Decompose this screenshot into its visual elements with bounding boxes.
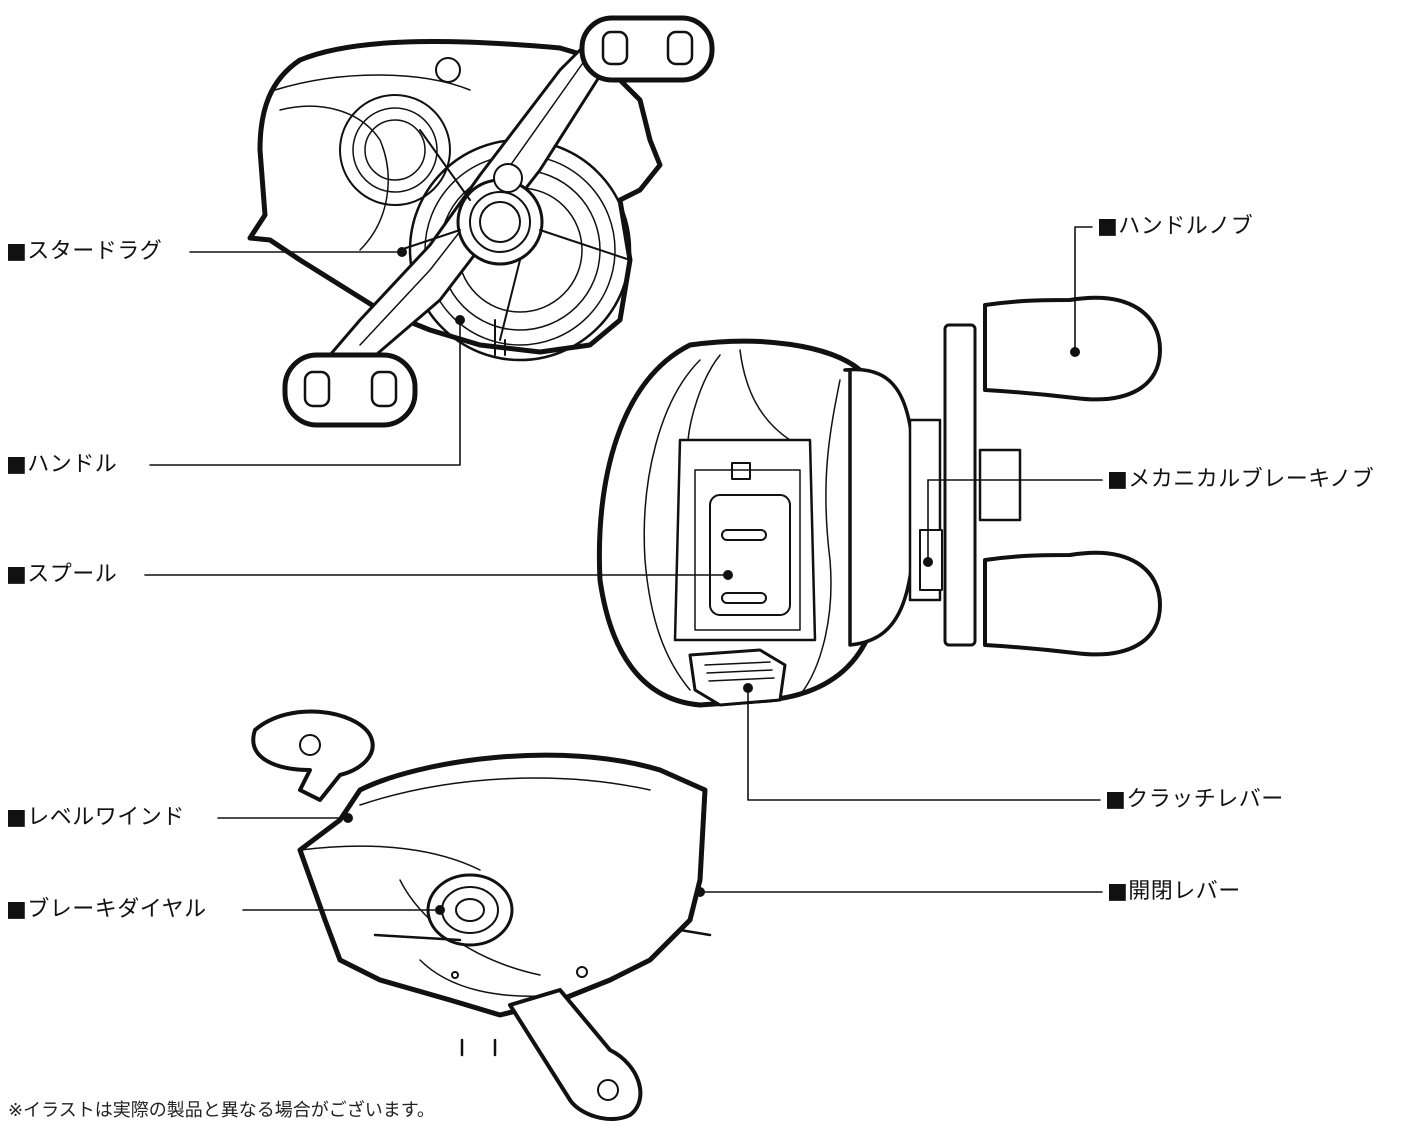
label-level-wind: ■レベルワインド <box>6 805 185 830</box>
leader-handle <box>149 319 461 466</box>
reel-front-view <box>596 295 1162 708</box>
leader-clutch-lever <box>747 687 1101 801</box>
label-clutch-lever: ■クラッチレバー <box>1105 787 1284 812</box>
label-handle-knob: ■ハンドルノブ <box>1097 214 1254 239</box>
label-mechanical-brake-knob: ■メカニカルブレーキノブ <box>1107 467 1375 492</box>
leader-handle-knob <box>1074 226 1093 353</box>
label-brake-dial: ■ブレーキダイヤル <box>6 897 207 922</box>
label-open-close-lever: ■開閉レバー <box>1107 879 1241 904</box>
reel-top-view <box>247 15 715 428</box>
leader-lines <box>144 226 1103 915</box>
disclaimer-note: ※イラストは実際の製品と異なる場合がございます。 <box>8 1100 435 1121</box>
label-handle: ■ハンドル <box>6 452 118 477</box>
label-star-drag: ■スタードラグ <box>6 239 163 264</box>
reel-bottom-view <box>251 709 712 1121</box>
label-spool: ■スプール <box>6 562 118 587</box>
